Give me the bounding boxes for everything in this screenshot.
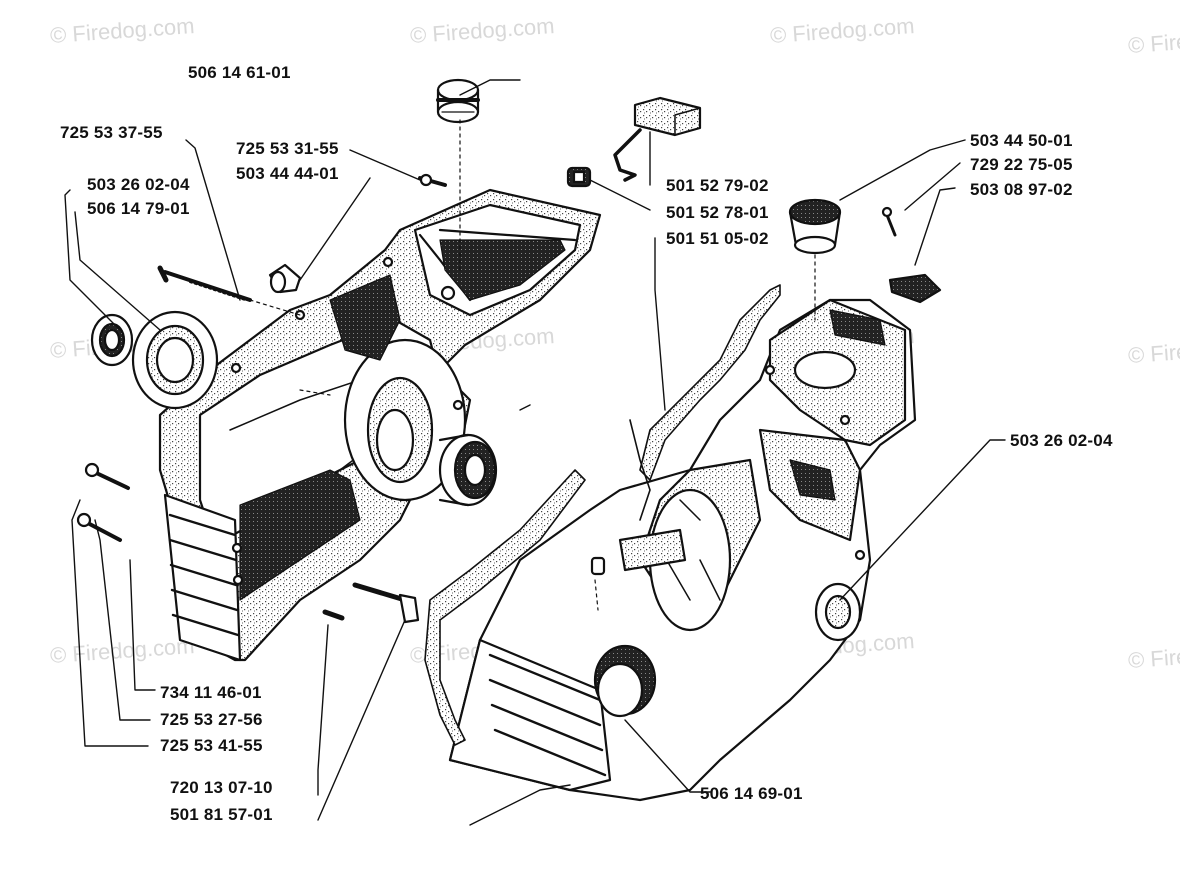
label-screw-bottom-b: 725 53 41-55 (160, 736, 263, 755)
right-crankcase-half (448, 298, 917, 802)
label-pin: 734 11 46-01 (160, 683, 262, 702)
label-seal-left-b: 506 14 79-01 (87, 199, 190, 218)
label-crankcase-right: 506 14 69-01 (700, 784, 803, 803)
gasket-lower (424, 469, 586, 746)
label-clip-right: 503 08 97-02 (970, 180, 1073, 199)
label-stud-a: 720 13 07-10 (170, 778, 273, 797)
label-seal-right: 503 26 02-04 (1010, 431, 1113, 450)
label-grommet: 501 52 78-01 (666, 203, 769, 222)
tank-cap (788, 198, 842, 255)
seal-left-inner (131, 310, 219, 410)
label-screw-mid-a: 725 53 31-55 (236, 139, 339, 158)
label-assembly-top: 506 14 61-01 (188, 63, 291, 82)
plug-mid (268, 263, 302, 294)
label-tank-cap: 503 44 50-01 (970, 131, 1073, 150)
label-screw-left-top: 725 53 37-55 (60, 123, 163, 142)
long-bolt-left (157, 265, 252, 302)
label-stud-b: 501 81 57-01 (170, 805, 273, 824)
bottom-screw-b (76, 512, 122, 542)
label-screw-right: 729 22 75-05 (970, 155, 1073, 174)
bottom-screw-a (84, 462, 130, 490)
grommet (566, 166, 592, 188)
pin-small (322, 609, 345, 621)
dashed-centerlines (249, 119, 816, 611)
label-seal-left-a: 503 26 02-04 (87, 175, 190, 194)
ball-bearing (438, 433, 498, 507)
gasket-upper (629, 284, 781, 521)
leader-lines (64, 79, 1006, 826)
label-plug-mid-b: 503 44 44-01 (236, 164, 339, 183)
pin-right (590, 556, 606, 576)
left-crankcase-half (158, 188, 602, 662)
label-gasket-mid: 501 51 05-02 (666, 229, 769, 248)
filter-cap (436, 78, 480, 124)
seal-left-outer (90, 313, 134, 367)
stud-bottom (352, 582, 420, 624)
label-filter-plug: 501 52 79-02 (666, 176, 769, 195)
clip-right (888, 273, 942, 304)
screw-right (881, 206, 897, 237)
filter-plug-block (613, 96, 702, 182)
screw-mid-top (418, 173, 447, 187)
label-screw-bottom-a: 725 53 27-56 (160, 710, 263, 729)
